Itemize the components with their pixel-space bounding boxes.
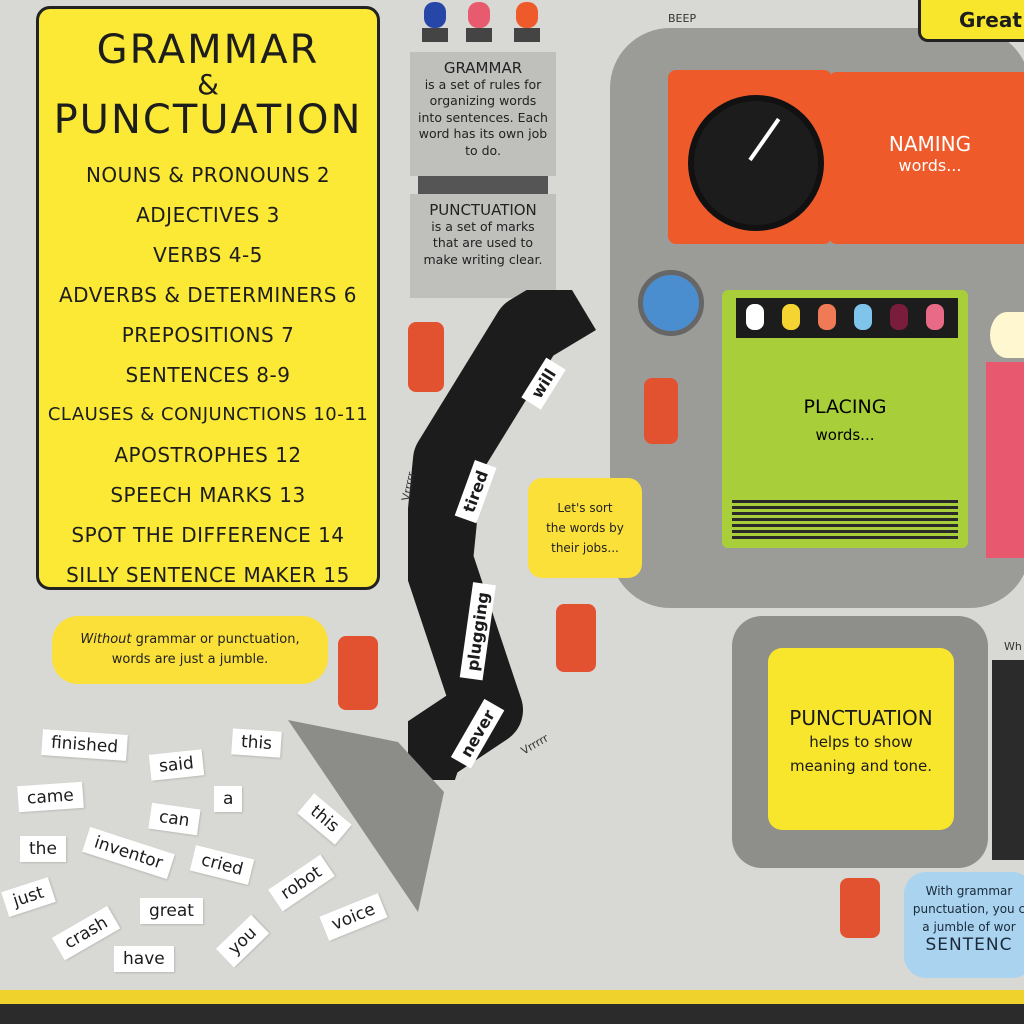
contents-card: GRAMMAR & PUNCTUATION NOUNS & PRONOUNS 2…	[36, 6, 380, 590]
funnel-icon	[288, 720, 444, 912]
punctuation-screen: PUNCTUATION helps to show meaning and to…	[768, 648, 954, 830]
punctuation-sign-text: is a set of marks that are used to make …	[423, 218, 543, 267]
placing-subtitle: words...	[815, 426, 875, 444]
contents-item: SILLY SENTENCE MAKER 15	[66, 563, 350, 587]
contents-item: ADJECTIVES 3	[136, 203, 280, 227]
gauge-icon	[688, 95, 824, 231]
contents-item: VERBS 4-5	[153, 243, 263, 267]
contents-item: PREPOSITIONS 7	[121, 323, 295, 347]
robot-icon	[840, 878, 880, 938]
word-tile: a	[214, 786, 243, 812]
speaker-cone	[992, 660, 1024, 860]
placing-title: PLACING	[803, 396, 887, 418]
naming-panel: NAMING words...	[830, 72, 1024, 244]
wh-fragment: Wh	[1004, 640, 1022, 653]
word-tile: inventor	[82, 826, 175, 880]
word-tile: great	[140, 898, 203, 924]
word-tile: just	[1, 877, 56, 917]
beep-label: BEEP	[668, 12, 697, 25]
word-tile: can	[148, 802, 201, 836]
robot-icon	[408, 322, 444, 392]
contents-item: SPOT THE DIFFERENCE 14	[71, 523, 345, 547]
contents-title-grammar: GRAMMAR	[96, 27, 320, 73]
bulb-row-icon	[736, 298, 958, 338]
great-tab: Great	[918, 0, 1024, 42]
punctuation-title: PUNCTUATION	[789, 706, 933, 730]
bulbs-icon	[422, 2, 540, 42]
punctuation-sign-title: PUNCTUATION	[429, 201, 537, 219]
word-tile: crash	[51, 905, 121, 961]
speech-bubble-right: With grammar punctuation, you c a jumble…	[904, 872, 1024, 978]
word-tile: finished	[41, 729, 128, 761]
sign-connector	[418, 176, 548, 194]
word-tile: came	[17, 781, 84, 813]
naming-title: NAMING	[888, 132, 972, 156]
grammar-sign-title: GRAMMAR	[443, 59, 523, 77]
punctuation-text: helps to show meaning and tone.	[789, 733, 933, 775]
robot-icon	[556, 604, 596, 672]
punctuation-sign: PUNCTUATION is a set of marks that are u…	[410, 194, 556, 298]
vent-grille	[732, 500, 958, 540]
word-tile: have	[114, 946, 174, 972]
contents-list: NOUNS & PRONOUNS 2 ADJECTIVES 3 VERBS 4-…	[39, 155, 377, 595]
table-surface	[0, 1004, 1024, 1024]
word-tile: cried	[189, 845, 255, 885]
lightbulb-icon	[990, 312, 1024, 358]
contents-title-ampersand: &	[197, 68, 219, 101]
contents-item: NOUNS & PRONOUNS 2	[85, 163, 331, 187]
contents-title-punctuation: PUNCTUATION	[53, 97, 363, 143]
grammar-sign-text: is a set of rules for organizing words i…	[418, 76, 548, 158]
robot-icon	[338, 636, 378, 710]
robot-icon	[644, 378, 678, 444]
knob-icon	[638, 270, 704, 336]
grammar-sign: GRAMMAR is a set of rules for organizing…	[410, 52, 556, 176]
word-tile: this	[231, 728, 282, 758]
naming-subtitle: words...	[898, 156, 962, 175]
pink-column	[986, 362, 1024, 558]
word-tile: you	[215, 914, 270, 968]
contents-item: SENTENCES 8-9	[125, 363, 291, 387]
contents-item: ADVERBS & DETERMINERS 6	[58, 283, 358, 307]
contents-item: APOSTROPHES 12	[114, 443, 302, 467]
word-tile: said	[148, 749, 205, 781]
contents-item: SPEECH MARKS 13	[110, 483, 306, 507]
word-tile: the	[20, 836, 66, 862]
contents-item: CLAUSES & CONJUNCTIONS 10-11	[47, 404, 369, 425]
speech-bubble-left: Without grammar or punctuation, words ar…	[52, 616, 328, 684]
conveyor-belt	[408, 290, 597, 780]
speech-bubble-sort: Let's sort the words by their jobs...	[528, 478, 642, 578]
